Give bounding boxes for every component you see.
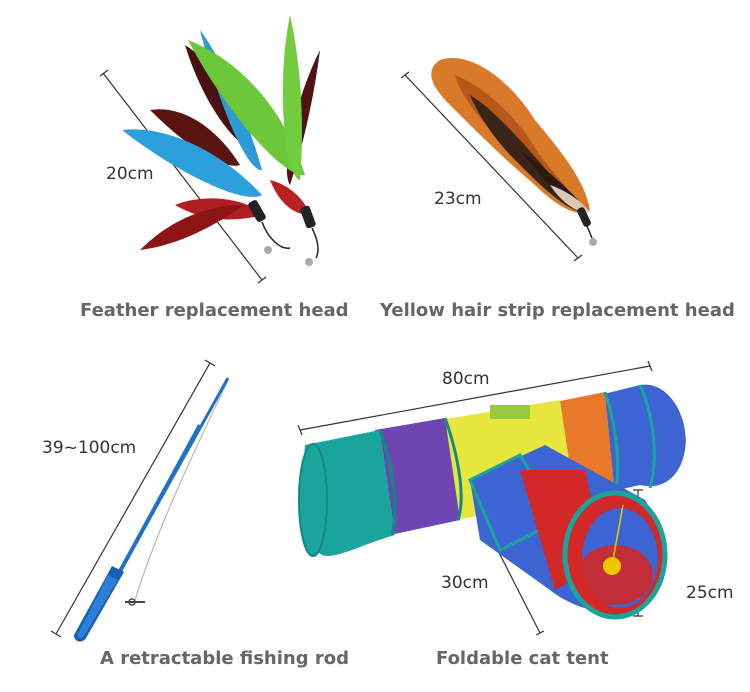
cat-tunnel-diameter-dimension: 25cm [686,583,734,603]
fur-strip-caption: Yellow hair strip replacement head [380,300,735,321]
feather-head-caption: Feather replacement head [80,300,349,321]
feather-head-dimension: 20cm [106,164,154,184]
cat-tunnel-length-dimension: 80cm [442,369,490,389]
cat-tunnel-branch-dimension: 30cm [441,573,489,593]
fishing-rod-caption: A retractable fishing rod [100,648,349,669]
fur-strip-dimension: 23cm [434,189,482,209]
cat-tunnel-caption: Foldable cat tent [436,648,609,669]
fishing-rod-dimension: 39~100cm [42,438,137,458]
